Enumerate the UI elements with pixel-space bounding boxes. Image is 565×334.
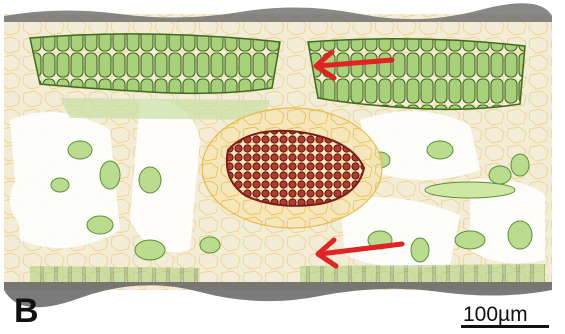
upper-epidermis bbox=[4, 3, 552, 22]
palisade-right bbox=[308, 39, 525, 110]
palisade-left bbox=[30, 34, 280, 120]
scale-bar bbox=[461, 325, 549, 328]
panel-label: B bbox=[14, 294, 39, 328]
scale-bar-label: 100µm bbox=[463, 303, 528, 327]
